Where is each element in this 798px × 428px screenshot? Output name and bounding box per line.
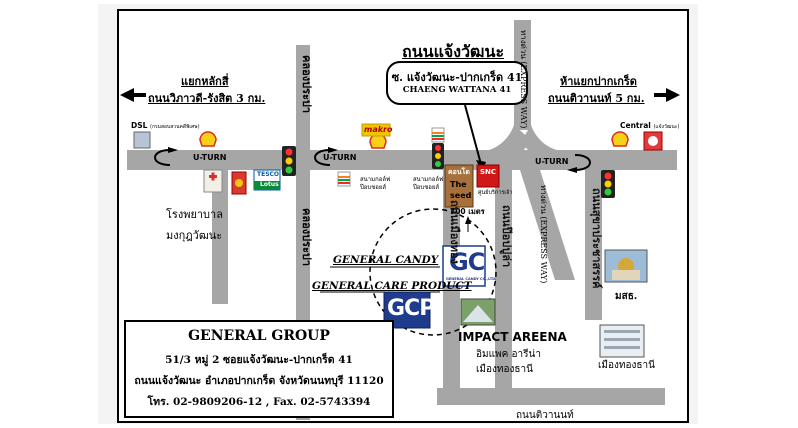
uturn-label-middle: U-TURN [323, 153, 357, 162]
makro-logo [361, 123, 391, 137]
central-label: Central (แจ้งวัฒนะ) [620, 121, 680, 130]
expressway-label-top: ทางด่วน (EXPRESS WAY) [519, 30, 528, 129]
tesco-label: TESCO [257, 171, 280, 178]
callout-line2: CHAENG WATTANA 41 [402, 85, 512, 95]
company-address-line1: 51/3 หมู่ 2 ซอยแจ้งวัฒนะ-ปากเกร็ด 41 [165, 354, 353, 366]
impact-thai-line1: อิมแพค อารีน่า [476, 349, 541, 360]
shell-station-icon [611, 131, 629, 147]
bottom-road-label: ถนนติวานนท์ [516, 410, 574, 421]
dsl-label: DSL (กรมสอบสวนคดีพิเศษ) [131, 121, 200, 130]
main-road-label: ถนนแจ้งวัฒนะ [402, 42, 505, 61]
right-direction-line2: ถนนติวานนท์ 5 กม. [548, 92, 645, 105]
hospital-building-image [203, 169, 223, 193]
impact-arena-label: IMPACT AREENA [458, 330, 567, 344]
snc-logo [476, 164, 500, 188]
general-care-label: GENERAL CARE PRODUCT [312, 280, 472, 292]
company-contact: โทร. 02-9809206-12 , Fax. 02-5743394 [147, 396, 371, 408]
side-road-left [212, 170, 228, 304]
impact-thai-line2: เมืองทองธานี [476, 364, 533, 375]
golf-label-1-line1: สนามกอล์ฟ [360, 176, 391, 183]
uturn-label-right: U-TURN [535, 157, 569, 166]
expressway-bottom [520, 170, 575, 280]
seven-eleven-icon [337, 171, 351, 187]
gc-logo-box [442, 245, 486, 287]
hospital-label-line1: โรงพยาบาล [166, 208, 223, 221]
shell-station-icon [199, 131, 217, 147]
expressway-ramp-right [522, 125, 580, 170]
general-candy-label: GENERAL CANDY [333, 254, 439, 266]
gc-logo-text: GC [449, 248, 485, 276]
canal-road-top [296, 45, 310, 150]
distance-label: 700 เมตร [450, 207, 485, 216]
right-direction-line1: ห้าแยกปากเกร็ด [560, 75, 637, 88]
university-label: มสธ. [615, 291, 638, 302]
uturn-arrow-middle [314, 149, 331, 166]
uturn-arrow-left [154, 149, 171, 166]
callout-pointer [464, 104, 483, 169]
expressway-label-bottom: ทางด่วน (EXPRESS WAY) [539, 185, 548, 284]
gcp-logo-text: GCP [387, 296, 435, 321]
side-road-right [585, 170, 602, 320]
uturn-arrow-right [574, 154, 591, 171]
snc-label: ศูนย์บริการเจ้า [478, 190, 513, 196]
makro-label: makro [364, 125, 393, 134]
side-road-label-3: ถนนสุขาประชาสรรค์ [590, 188, 603, 289]
expressway-ramp-left [470, 125, 531, 170]
dsl-building-image [133, 131, 151, 149]
left-direction-line2: ถนนวิภาวดี-รังสิต 3 กม. [148, 92, 266, 105]
seven-eleven-icon [431, 127, 445, 143]
the-seed-line1: คอนโด [448, 168, 470, 176]
golf-label-2-line2: ป๊อบชอยส์ [413, 184, 440, 191]
company-address-line2: ถนนแจ้งวัฒนะ อำเภอปากเกร็ด จังหวัดนนทบุร… [134, 375, 384, 387]
the-seed-condo [444, 164, 474, 208]
company-info-box: GENERAL GROUP 51/3 หมู่ 2 ซอยแจ้งวัฒนะ-ป… [124, 320, 394, 418]
snc-badge: SNC [480, 168, 497, 176]
lotus-label: Lotus [260, 181, 279, 188]
canal-label-bottom: คลองประปา [300, 208, 313, 267]
traffic-light-icon [432, 143, 444, 169]
traffic-light-icon [601, 170, 615, 198]
muang-thong-road [495, 170, 512, 390]
the-seed-line3: seed [450, 191, 472, 200]
canal-label-top: คลองประปา [300, 55, 313, 114]
gc-logo-caption: GENERAL CANDY CO.,LTD. [446, 277, 497, 281]
side-road-label-1: ถนนเมืองทอง [448, 200, 461, 264]
traffic-light-icon [282, 146, 296, 176]
golf-label-2-line1: สนามกอล์ฟ [413, 176, 444, 183]
callout-line1: ซ. แจ้งวัฒนะ-ปากเกร็ด 41 [391, 71, 523, 84]
golf-label-1-line2: ป๊อบชอยส์ [360, 184, 387, 191]
uturn-label-left: U-TURN [193, 153, 227, 162]
bottom-road [437, 388, 665, 405]
side-road-label-2: ถนนป๊อปปูล่า [500, 205, 513, 268]
left-direction-line1: แยกหลักสี่ [181, 75, 229, 88]
muang-thong-label: เมืองทองธานี [598, 360, 655, 371]
hospital-label-line2: มงกุฎวัฒนะ [166, 229, 223, 242]
soi-callout: ซ. แจ้งวัฒนะ-ปากเกร็ด 41 CHAENG WATTANA … [386, 61, 528, 105]
the-seed-line2: The [450, 180, 467, 189]
right-arrow-icon [666, 88, 680, 102]
left-arrow-icon [120, 88, 134, 102]
company-name: GENERAL GROUP [188, 328, 330, 344]
factory-area-circle [369, 208, 497, 336]
